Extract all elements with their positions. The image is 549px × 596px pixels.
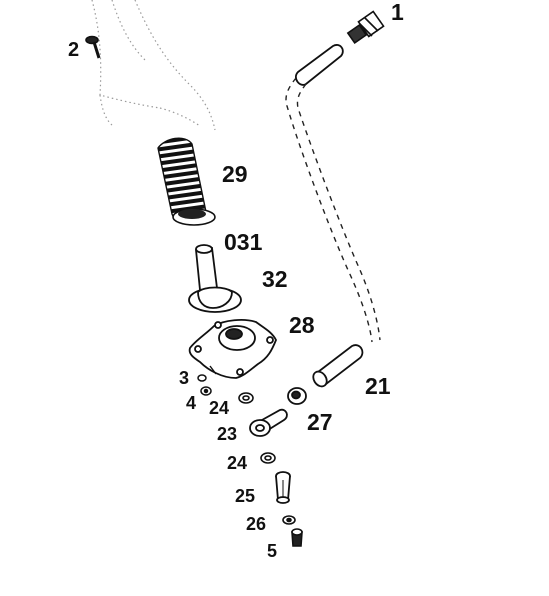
part-29-spring: [157, 137, 216, 226]
label-part-4: 4: [186, 393, 197, 413]
label-part-29: 29: [222, 161, 248, 187]
part-27-nut: [287, 387, 307, 405]
label-part-3: 3: [179, 368, 190, 388]
label-part-031: 031: [224, 229, 263, 255]
label-part-5: 5: [267, 541, 278, 561]
hose-upper-sleeve: [294, 44, 344, 86]
label-part-24-upper: 24: [209, 398, 230, 418]
part-031-plunger: [195, 244, 219, 292]
part-26-washer: [282, 515, 296, 525]
part-28-cover: [188, 319, 277, 379]
label-part-21: 21: [365, 373, 391, 399]
part-1-fitting: [346, 10, 385, 45]
part-5-screw: [291, 528, 303, 547]
part-21-hose: [312, 344, 364, 388]
label-part-27: 27: [307, 409, 333, 435]
label-part-1: 1: [391, 0, 404, 25]
label-part-25: 25: [235, 486, 256, 506]
part-3-washer: [197, 374, 207, 382]
part-32-diaphragm: [188, 286, 242, 313]
part-4-nut: [200, 386, 212, 396]
part-2-bolt: [85, 35, 101, 59]
label-part-24-lower: 24: [227, 453, 248, 473]
label-part-23: 23: [217, 424, 238, 444]
label-part-2: 2: [68, 39, 80, 61]
label-part-32: 32: [262, 266, 288, 292]
label-part-26: 26: [246, 514, 267, 534]
part-23-banjo: [249, 408, 288, 437]
part-25-banjo-bolt: [275, 471, 291, 504]
label-part-28: 28: [289, 312, 315, 338]
fuel-line-dashed: [285, 77, 381, 343]
part-24-washer-lower: [260, 452, 276, 464]
part-24-washer-upper: [238, 392, 254, 404]
frame-outline: [91, 0, 216, 131]
